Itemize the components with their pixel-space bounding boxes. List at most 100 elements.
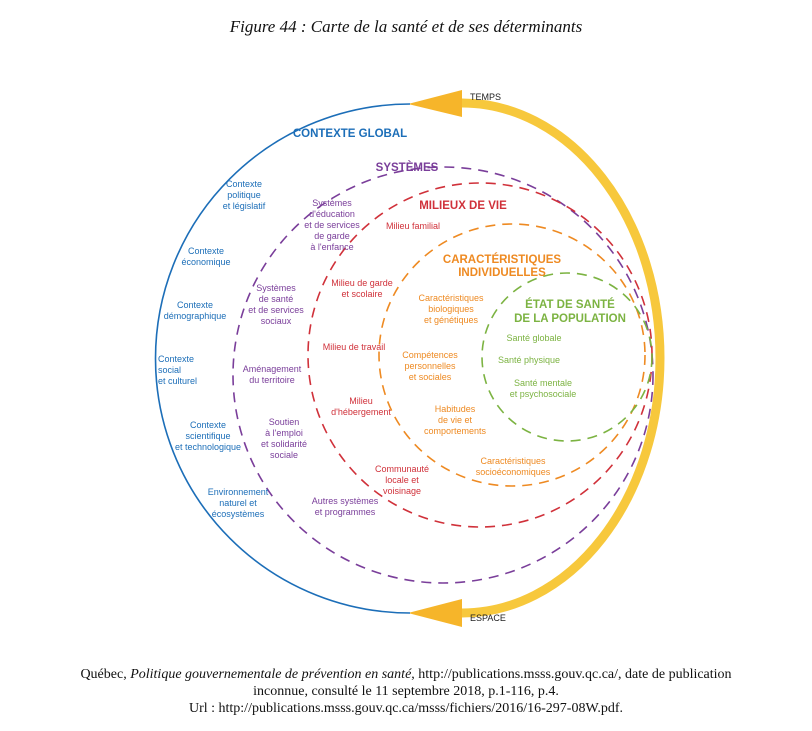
- systems-item-line: Systèmes: [312, 198, 352, 208]
- health-item: Santé physique: [498, 355, 560, 365]
- systems-item-line: sociaux: [261, 316, 292, 326]
- milieux-item-line: d'hébergement: [331, 407, 391, 417]
- systems-item-line: et solidarité: [261, 439, 307, 449]
- health-circle: [481, 272, 653, 442]
- individual-item-line: comportements: [424, 426, 487, 436]
- global-item-line: politique: [227, 190, 261, 200]
- health-item-line: et psychosociale: [510, 389, 577, 399]
- global-item-line: social: [158, 365, 181, 375]
- systems-item-line: sociale: [270, 450, 298, 460]
- individual-item-line: Habitudes: [435, 404, 476, 414]
- global-item-line: et législatif: [223, 201, 266, 211]
- individual-circle: [378, 223, 646, 487]
- health-title-1: ÉTAT DE SANTÉ: [525, 298, 615, 311]
- caption-line-2: inconnue, consulté le 11 septembre 2018,…: [253, 684, 559, 699]
- espace-label: ESPACE: [470, 613, 506, 623]
- health-item-line: Santé physique: [498, 355, 560, 365]
- health-item-line: Santé mentale: [514, 378, 572, 388]
- systems-item-line: d'éducation: [309, 209, 355, 219]
- global-item-line: Contexte: [188, 246, 224, 256]
- individual-item-line: et génétiques: [424, 315, 479, 325]
- systems-item-line: à l'enfance: [310, 242, 353, 252]
- individual-item-line: de vie et: [438, 415, 473, 425]
- systems-title: SYSTÈMES: [376, 161, 439, 174]
- milieux-item-line: et scolaire: [341, 289, 382, 299]
- health-determinants-diagram: TEMPS ESPACE CONTEXTE GLOBAL SYSTÈMES MI…: [154, 90, 665, 627]
- global-item-line: économique: [181, 257, 230, 267]
- systems-item-line: de garde: [314, 231, 350, 241]
- caption-suffix: , http://publications.msss.gouv.qc.ca/, …: [411, 667, 732, 682]
- systems-item-line: Systèmes: [256, 283, 296, 293]
- systems-item-line: Aménagement: [243, 364, 302, 374]
- milieux-item-line: Communauté: [375, 464, 429, 474]
- systems-circle: [232, 166, 654, 584]
- individual-item-line: biologiques: [428, 304, 474, 314]
- individual-item-line: Caractéristiques: [480, 456, 546, 466]
- systems-item-line: de santé: [259, 294, 294, 304]
- systems-item-line: du territoire: [249, 375, 295, 385]
- health-item-line: Santé globale: [506, 333, 561, 343]
- figure-title: Figure 44 : Carte de la santé et de ses …: [229, 17, 583, 36]
- systems-item-line: et de services: [304, 220, 360, 230]
- caption-prefix: Québec,: [80, 667, 131, 682]
- health-title-2: DE LA POPULATION: [514, 313, 626, 325]
- global-context-circle: [154, 103, 411, 614]
- global-item-line: démographique: [164, 311, 227, 321]
- caption-italic-title: Politique gouvernementale de prévention …: [130, 667, 412, 682]
- milieux-item-line: Milieu de travail: [323, 342, 386, 352]
- systems-item-line: et de services: [248, 305, 304, 315]
- milieux-title: MILIEUX DE VIE: [419, 200, 507, 212]
- global-item-line: naturel et: [219, 498, 257, 508]
- global-item-line: et culturel: [158, 376, 197, 386]
- individual-item-line: et sociales: [409, 372, 452, 382]
- systems-item-line: Soutien: [269, 417, 300, 427]
- global-item-line: Contexte: [158, 354, 194, 364]
- global-item-line: scientifique: [185, 431, 230, 441]
- time-space-arc: [461, 98, 665, 618]
- individual-title-2: INDIVIDUELLES: [458, 267, 546, 279]
- temps-label: TEMPS: [470, 92, 501, 102]
- caption-line-1: Québec, Politique gouvernementale de pré…: [30, 666, 782, 683]
- individual-item-line: Caractéristiques: [418, 293, 484, 303]
- espace-arrow-head: [408, 599, 462, 627]
- global-item-line: écosystèmes: [212, 509, 265, 519]
- milieux-item-line: locale et: [385, 475, 419, 485]
- global-item-line: Environnement: [208, 487, 269, 497]
- individual-item-line: personnelles: [404, 361, 456, 371]
- global-title: CONTEXTE GLOBAL: [293, 128, 407, 140]
- milieux-item-line: Milieu familial: [386, 221, 440, 231]
- systems-item-line: et programmes: [315, 507, 376, 517]
- milieux-item-line: Milieu: [349, 396, 373, 406]
- milieux-item: Milieu familial: [386, 221, 440, 231]
- milieux-item: Milieu de travail: [323, 342, 386, 352]
- individual-title-1: CARACTÉRISTIQUES: [443, 253, 562, 266]
- global-item-line: Contexte: [190, 420, 226, 430]
- health-item: Santé globale: [506, 333, 561, 343]
- global-item-line: et technologique: [175, 442, 241, 452]
- systems-item-line: à l'emploi: [265, 428, 303, 438]
- source-caption: Québec, Politique gouvernementale de pré…: [30, 666, 782, 717]
- milieux-item-line: voisinage: [383, 486, 421, 496]
